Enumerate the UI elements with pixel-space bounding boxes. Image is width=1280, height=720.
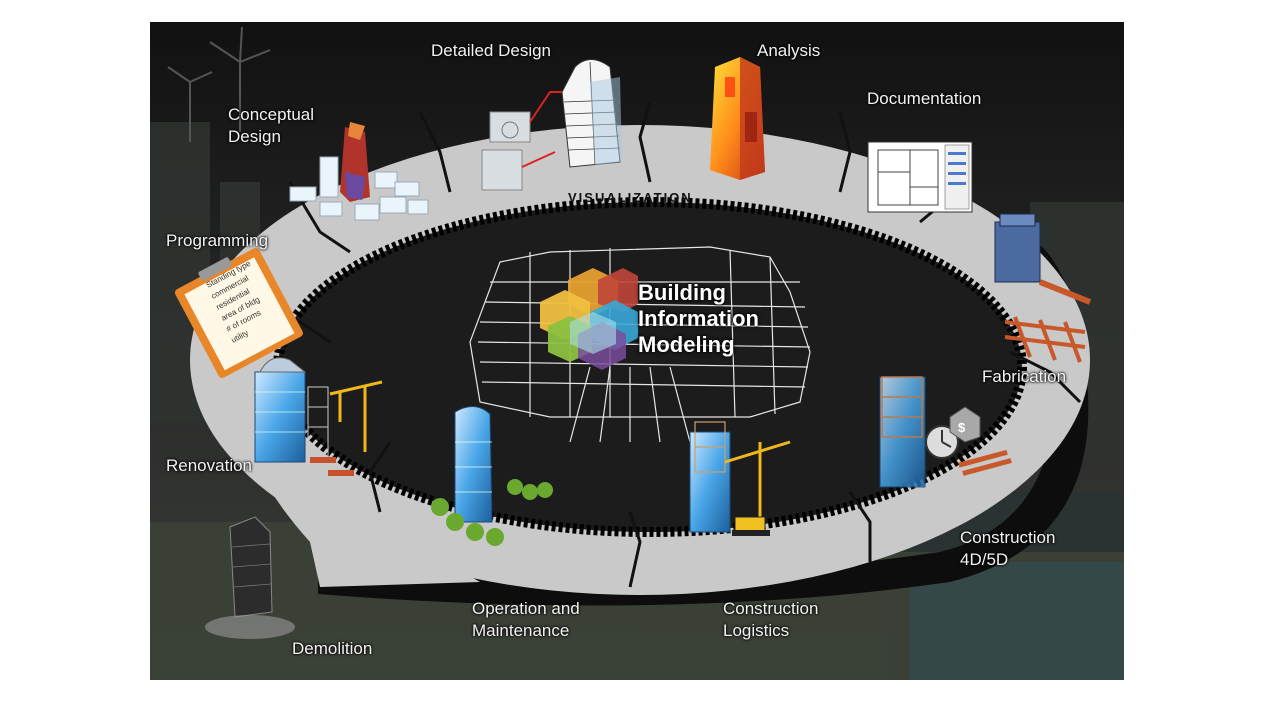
programming-clipboard-icon [174, 247, 303, 378]
bim-logo-icon [540, 268, 638, 370]
bim-title-line: Modeling [638, 332, 735, 357]
crane-icon [329, 380, 383, 452]
bim-title: Building Information Modeling [638, 280, 759, 358]
price-tag-icon: $ [949, 406, 981, 443]
bim-title-line: Building [638, 280, 726, 305]
stage-programming: Programming [166, 231, 269, 250]
stage-construction-logistics: Construction Logistics [723, 599, 819, 640]
diagram-scene: Standing type commercial residential are… [150, 22, 1124, 680]
lumber-grid-icon [1004, 316, 1086, 363]
detailed-design-drawing [481, 91, 570, 191]
stage-renovation: Renovation [166, 456, 253, 475]
ring-segment-dividers [259, 101, 1082, 588]
excavator-icon [732, 516, 770, 536]
lumber-stack-icon [958, 449, 1012, 476]
stage-detailed-design: Detailed Design [431, 41, 552, 60]
analysis-heatmap-tower [710, 57, 765, 180]
bim-title-line: Information [638, 306, 759, 331]
operation-maintenance-building [454, 406, 493, 523]
stopwatch-icon [925, 425, 959, 459]
construction-logistics-building [689, 421, 731, 533]
stage-operation-maintenance: Operation and Maintenance [472, 599, 580, 640]
stage-construction-4d5d: Construction 4D/5D [960, 528, 1056, 569]
price-symbol: $ [958, 420, 966, 435]
tower-crane-icon [724, 440, 791, 522]
bim-wireframe-building [469, 246, 811, 443]
stage-analysis: Analysis [757, 41, 821, 60]
stage-documentation: Documentation [867, 89, 982, 108]
demolition-building [205, 516, 295, 639]
conceptual-massing-model [289, 122, 429, 221]
stage-fabrication: Fabrication [982, 367, 1067, 386]
fabrication-machine [994, 213, 1092, 305]
construction-4d5d-building [879, 376, 926, 488]
stage-conceptual-design: Conceptual Design [228, 105, 315, 146]
brick-stack-icon [310, 457, 354, 476]
documentation-drawing-sheet [867, 141, 973, 213]
trees-icon [431, 479, 553, 546]
wind-turbines [167, 26, 271, 142]
bim-lifecycle-diagram: Standing type commercial residential are… [150, 22, 1124, 680]
detailed-design-tower [561, 59, 622, 168]
visualization-label: VISUALIZATION [568, 190, 693, 205]
stage-demolition: Demolition [292, 639, 373, 658]
